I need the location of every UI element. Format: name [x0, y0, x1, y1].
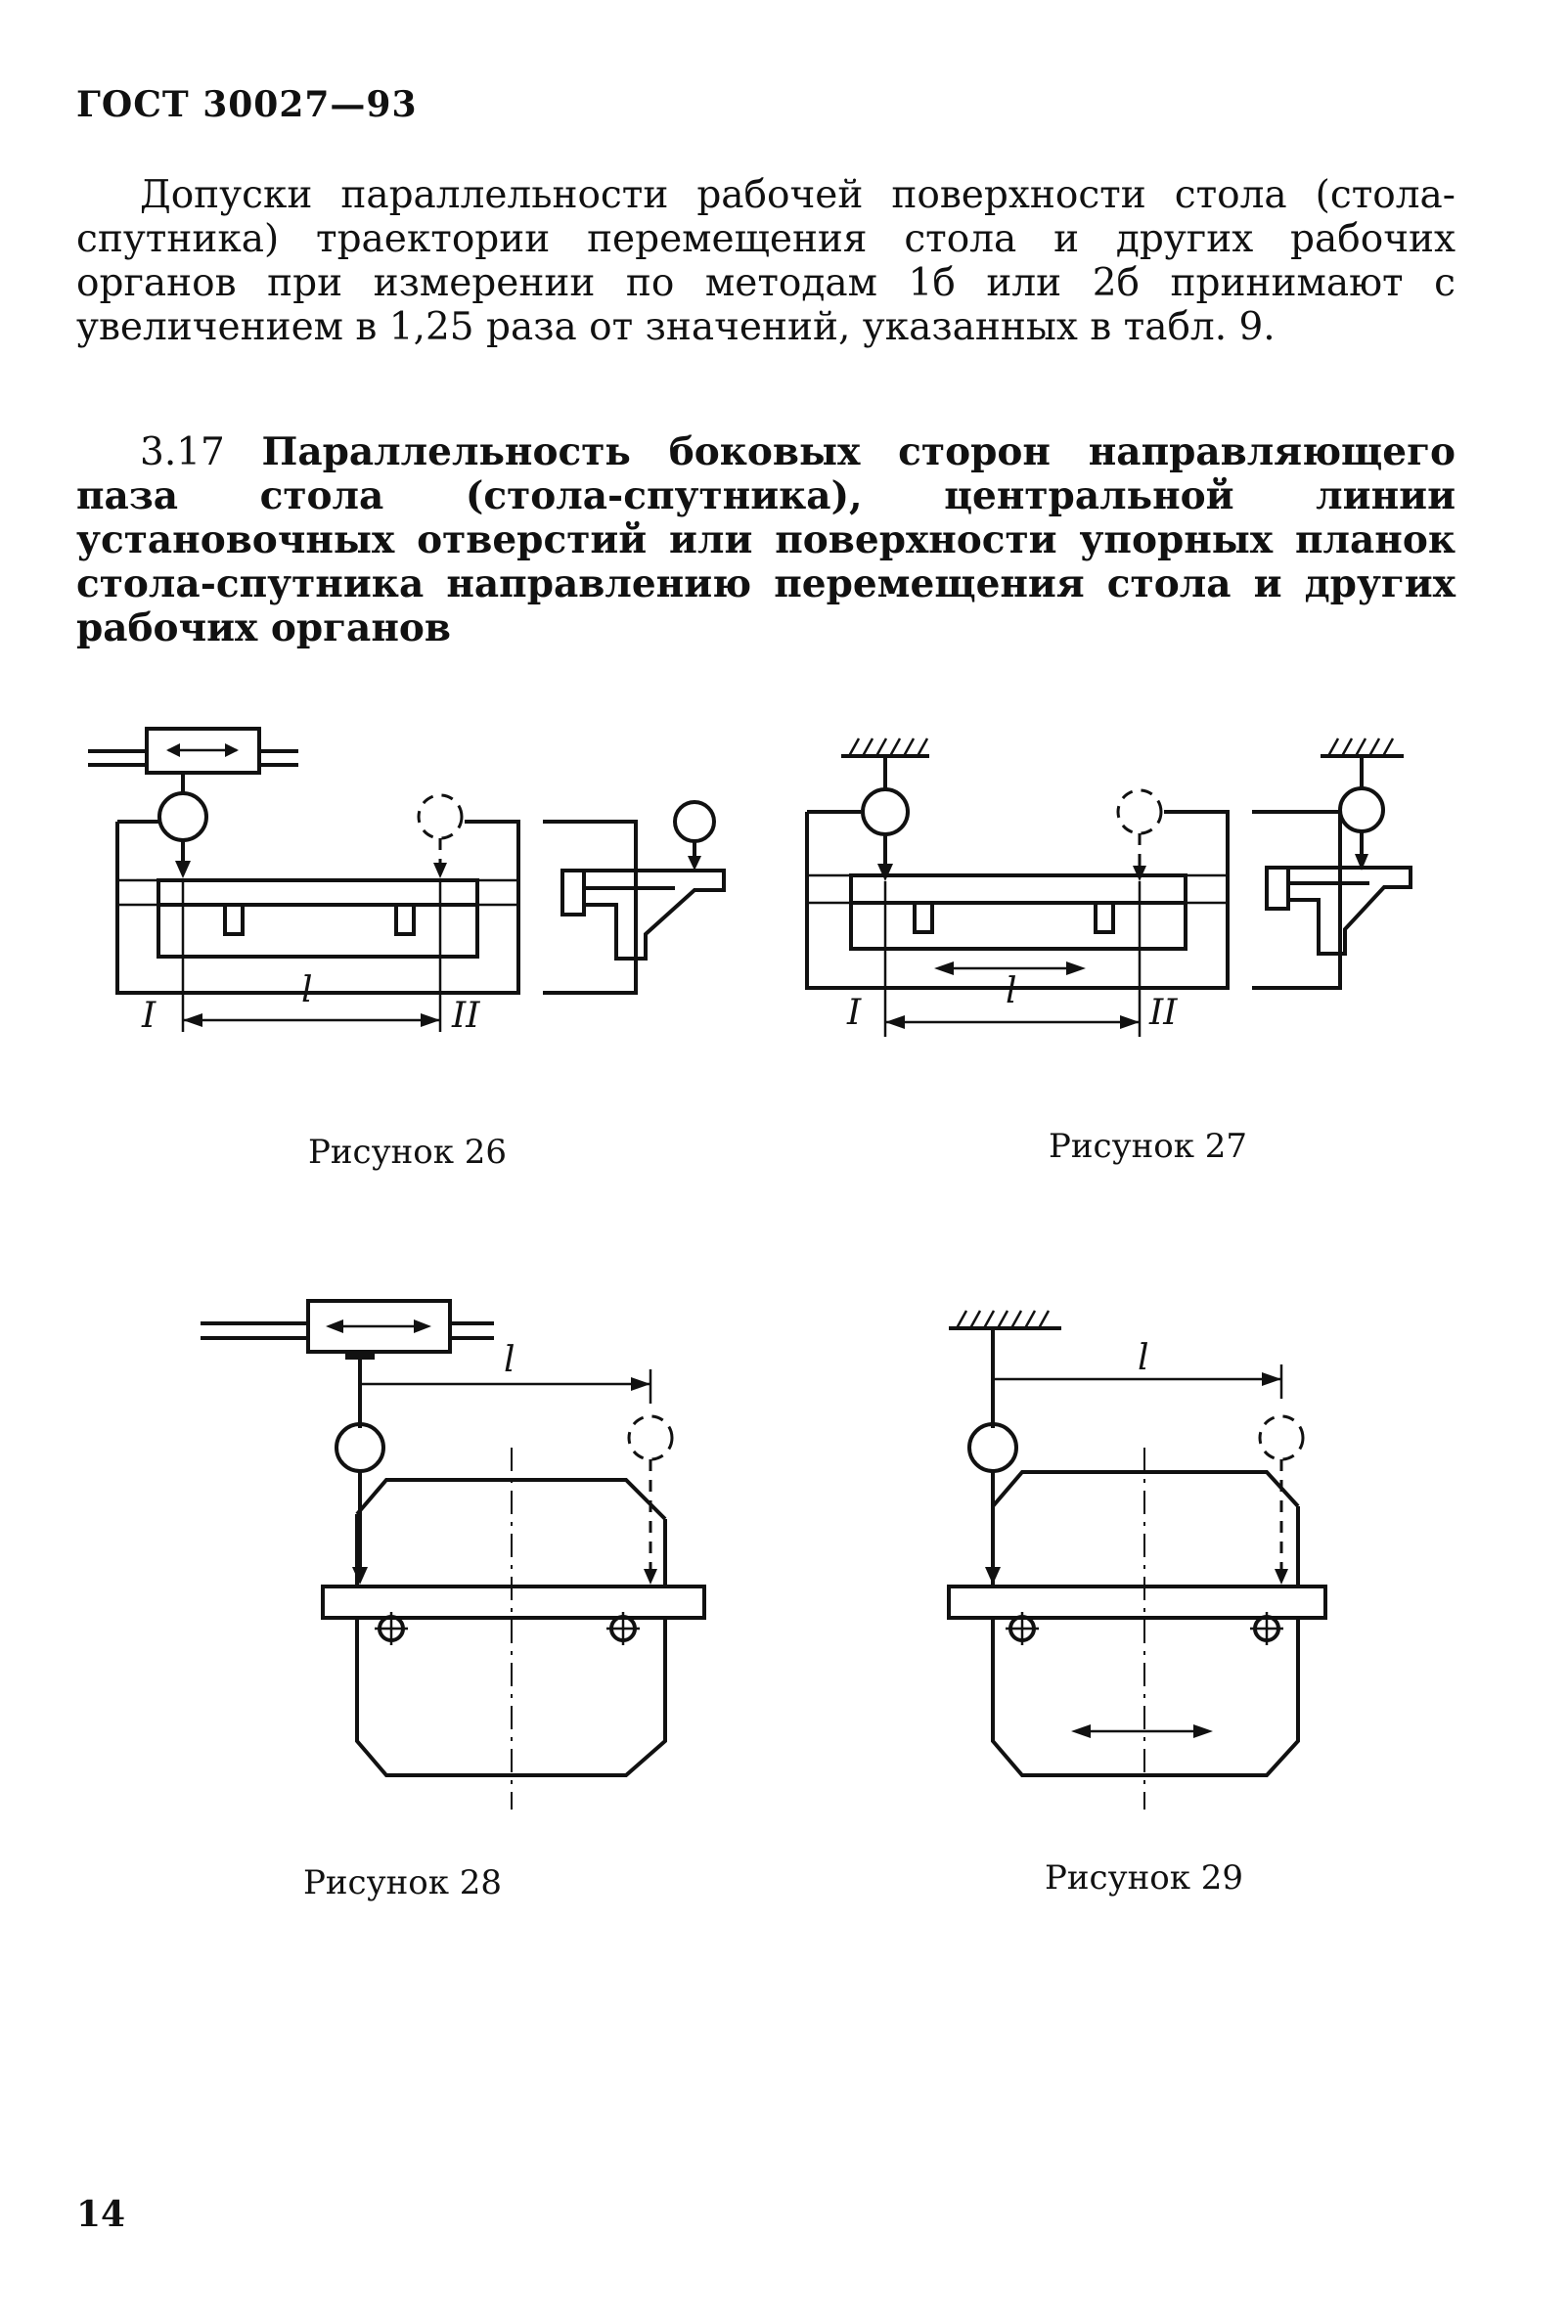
- section-title: Параллельность боковых сторон направляющ…: [76, 429, 1456, 650]
- section-number: 3.17: [140, 430, 225, 474]
- fig26-label-ii: II: [452, 996, 480, 1036]
- page-number: 14: [76, 2194, 126, 2235]
- figure-27: I II l: [802, 729, 1428, 1051]
- document-header: ГОСТ 30027—93: [76, 84, 418, 125]
- fig27-caption: Рисунок 27: [1049, 1127, 1248, 1166]
- figure-29: l: [944, 1301, 1355, 1849]
- section-3-17: 3.17 Параллельность боковых сторон напра…: [76, 430, 1456, 650]
- fig27-label-ii: II: [1149, 993, 1178, 1033]
- fig26-caption: Рисунок 26: [308, 1133, 508, 1172]
- fig26-label-i: I: [142, 996, 157, 1036]
- fig27-label-i: I: [847, 993, 862, 1033]
- figure-28: l: [201, 1291, 729, 1839]
- fig28-dim-l: l: [504, 1340, 515, 1380]
- fig29-dim-l: l: [1138, 1338, 1149, 1378]
- fig28-caption: Рисунок 28: [303, 1863, 503, 1902]
- figure-28-drawing: [201, 1299, 706, 1810]
- figure-26: I II l: [88, 714, 753, 1047]
- figure-29-drawing: [947, 1310, 1327, 1810]
- paragraph-tolerances: Допуски параллельности рабочей поверхнос…: [76, 173, 1456, 349]
- fig29-caption: Рисунок 29: [1045, 1858, 1244, 1898]
- fig26-dim-l: l: [301, 970, 313, 1010]
- figure-26-drawing: [88, 727, 726, 1032]
- figure-27-drawing: [805, 737, 1412, 1037]
- fig27-dim-l: l: [1006, 971, 1017, 1011]
